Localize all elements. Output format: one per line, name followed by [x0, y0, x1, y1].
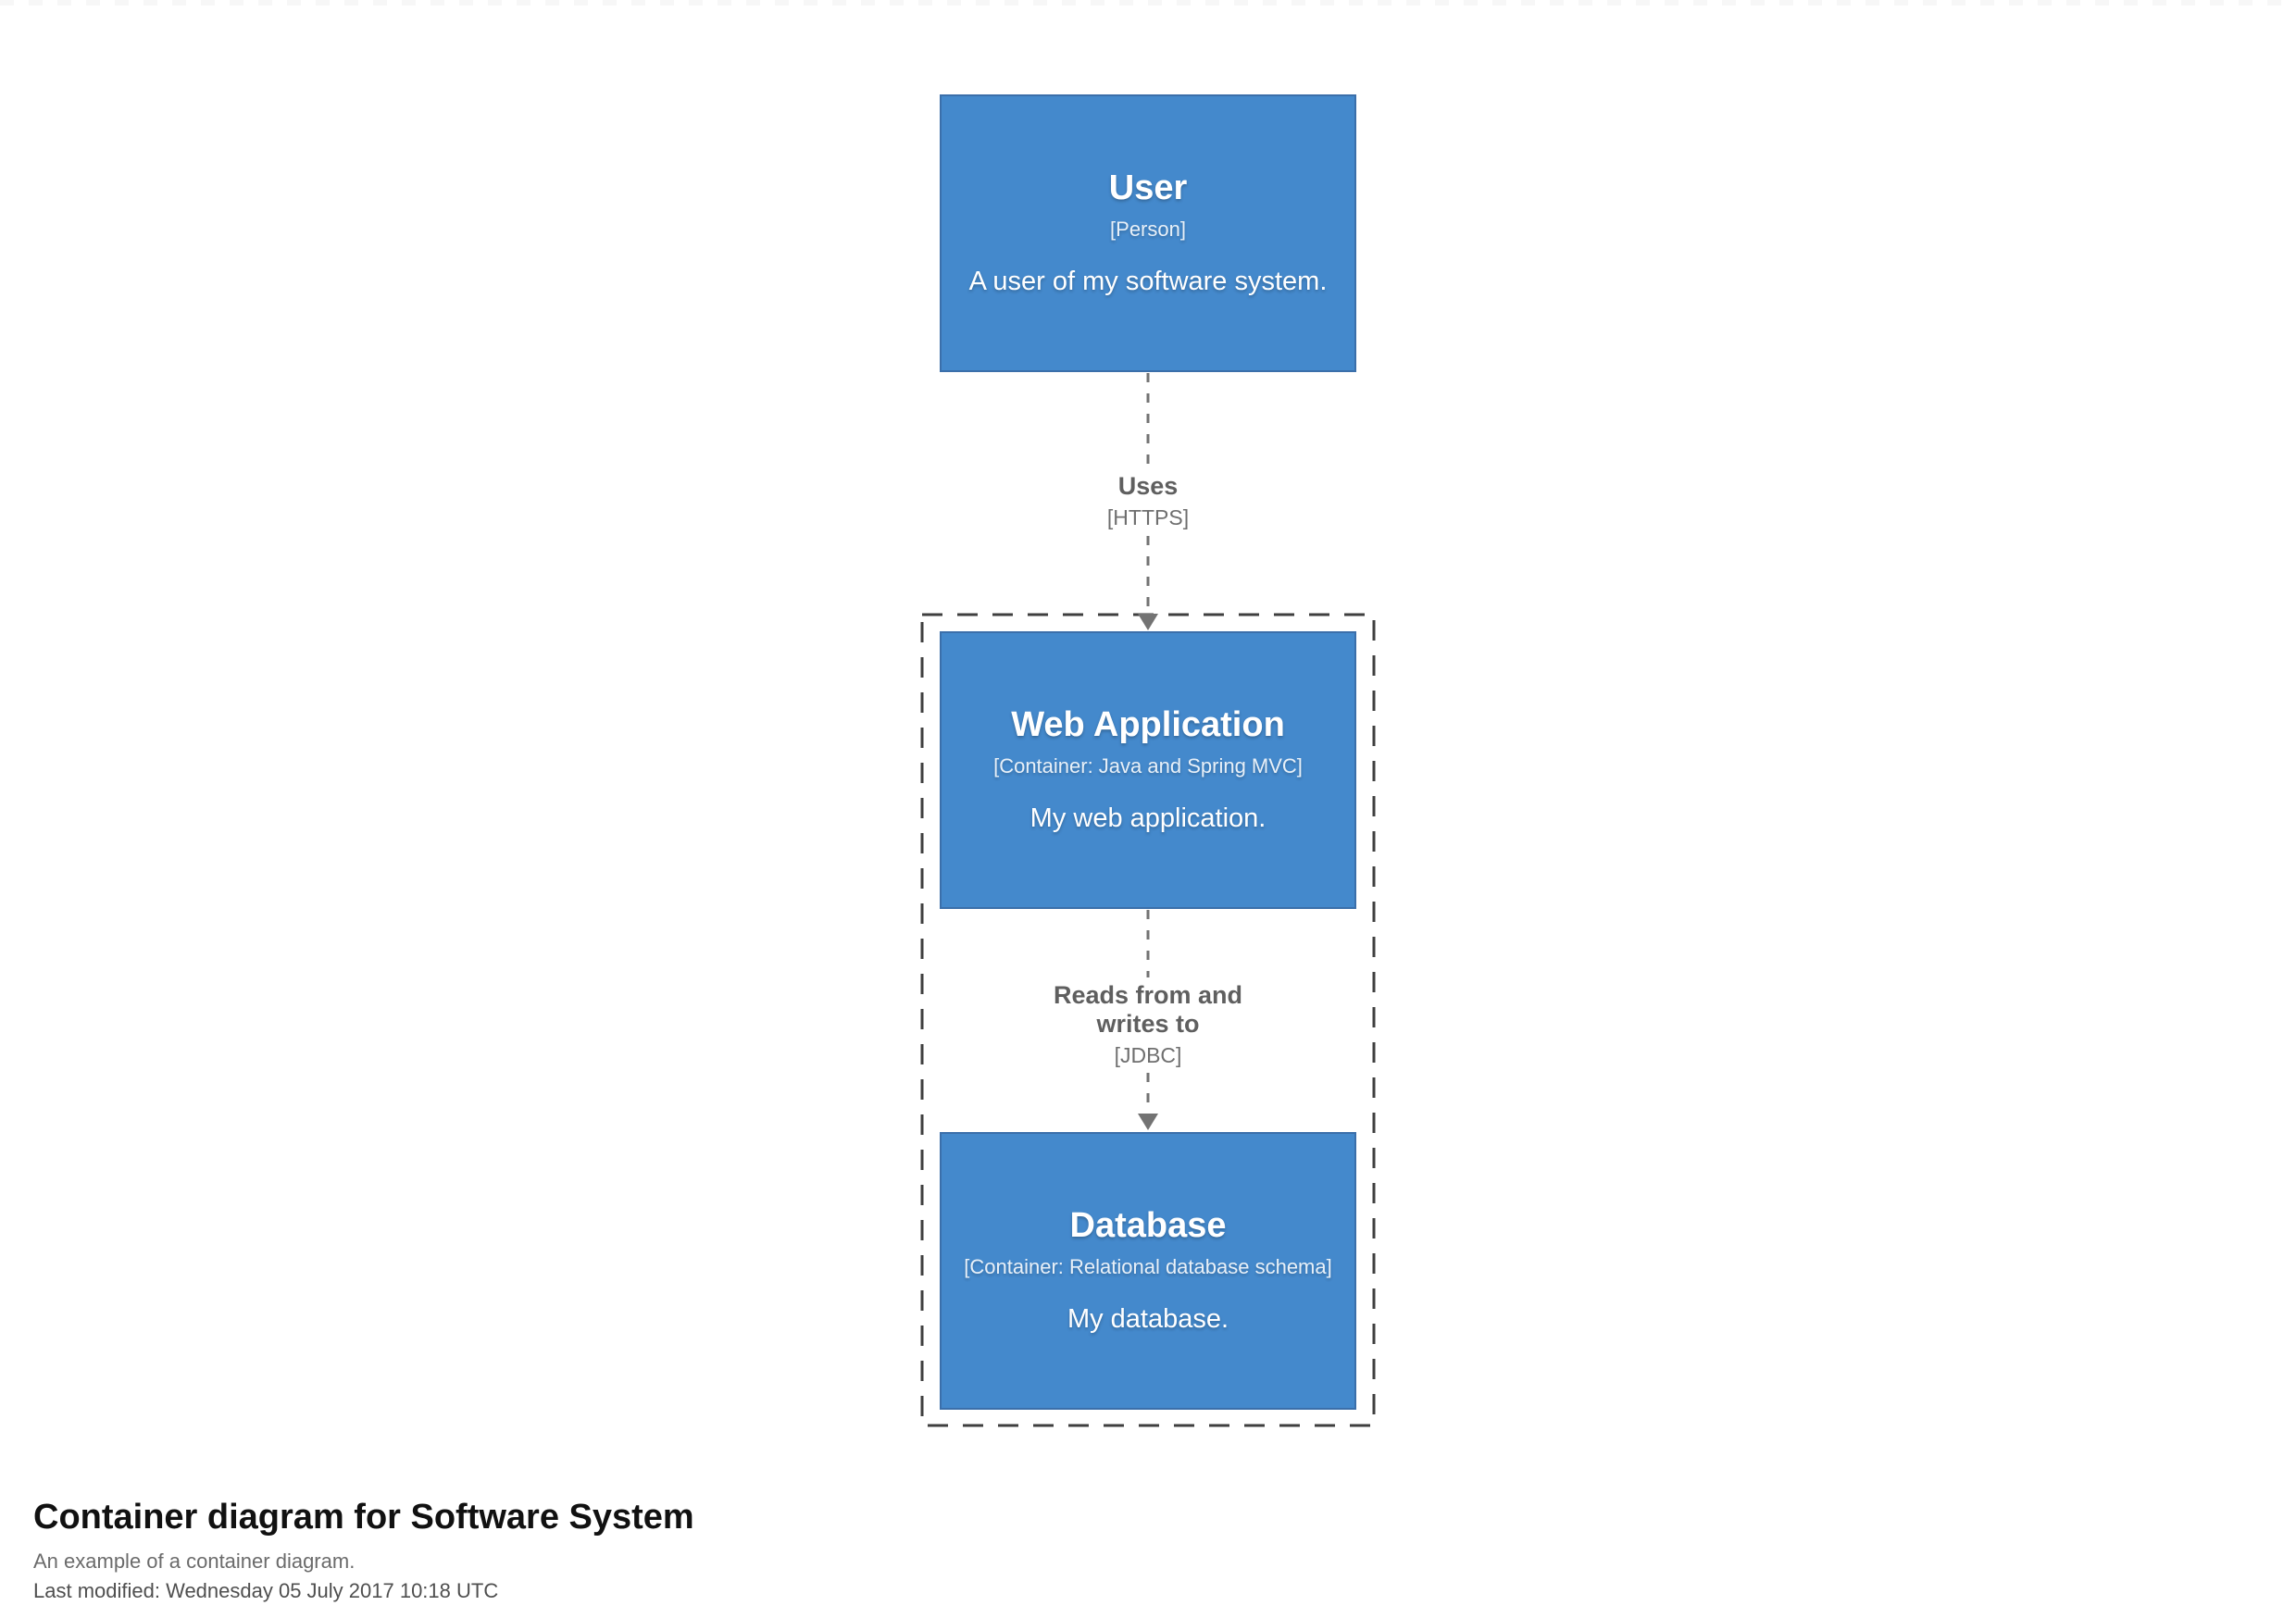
element-user-metadata: [Person]	[1110, 218, 1186, 242]
relationship-reads-writes-text: Reads from and writes to	[1053, 981, 1243, 1039]
relationship-label-reads-writes[interactable]: Reads from and writes to [JDBC]	[1023, 977, 1273, 1073]
arrowhead-down-icon	[1138, 614, 1158, 630]
element-web-application-metadata: [Container: Java and Spring MVC]	[993, 754, 1303, 778]
element-web-application[interactable]: Web Application [Container: Java and Spr…	[940, 631, 1356, 909]
relationship-uses-technology: [HTTPS]	[1106, 505, 1190, 530]
element-database[interactable]: Database [Container: Relational database…	[940, 1132, 1356, 1410]
element-database-name: Database	[1069, 1205, 1227, 1245]
element-database-metadata: [Container: Relational database schema]	[964, 1255, 1332, 1279]
element-user[interactable]: User [Person] A user of my software syst…	[940, 94, 1356, 372]
element-web-application-name: Web Application	[1011, 704, 1285, 744]
page-subtitle: An example of a container diagram.	[33, 1549, 356, 1573]
arrowhead-down-icon	[1138, 1114, 1158, 1130]
page-last-modified: Last modified: Wednesday 05 July 2017 10…	[33, 1579, 499, 1603]
page-title: Container diagram for Software System	[33, 1498, 694, 1537]
relationship-reads-writes-technology: [JDBC]	[1114, 1043, 1182, 1068]
element-user-name: User	[1108, 168, 1188, 207]
canvas-top-dashed-edge	[0, 0, 2296, 6]
element-web-application-description: My web application.	[1029, 803, 1267, 834]
relationship-uses-text: Uses	[1117, 472, 1179, 500]
element-database-description: My database.	[1067, 1304, 1229, 1335]
relationship-label-uses[interactable]: Uses [HTTPS]	[1097, 468, 1199, 535]
diagram-meta-block: Container diagram for Software System An…	[33, 1498, 694, 1603]
element-user-description: A user of my software system.	[968, 267, 1328, 297]
